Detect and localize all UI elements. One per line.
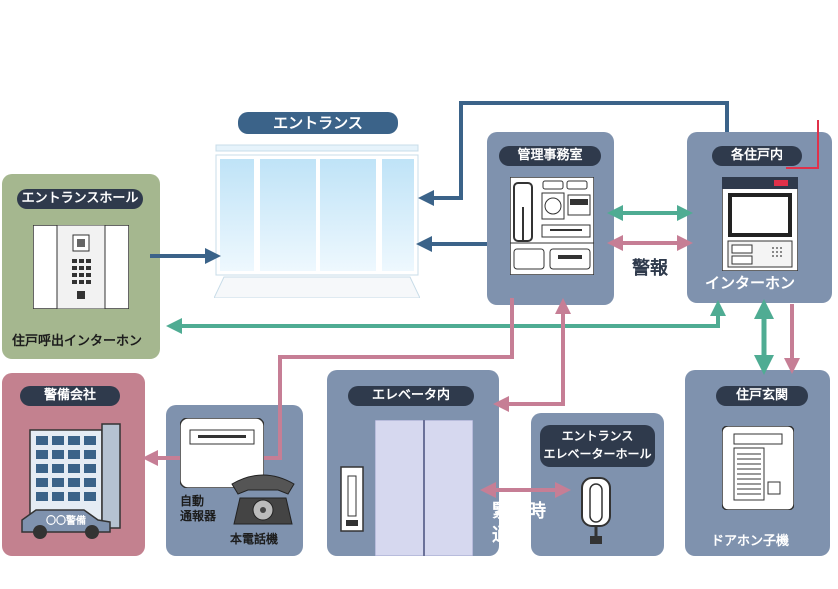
each-unit-title: 各住戸内 [712,146,802,166]
elevator-doors [375,420,473,556]
door-phone-label: ドアホン子機 [711,534,790,549]
auto-dialer-device [180,418,264,488]
intercom-label: インターホン [705,274,796,292]
entrance-hall-title: エントランスホール [17,189,143,209]
security-building-icon [21,423,121,539]
security-company-title: 警備会社 [20,386,120,406]
door-phone-device [722,426,794,510]
unit-entrance-title: 住戸玄関 [716,386,808,406]
hall-intercom-label: 住戸呼出インターホン [12,334,143,349]
telephone-icon [231,474,295,525]
management-console-device [510,177,594,275]
entrance-glass-door [214,144,420,298]
entrance-title: エントランス [238,112,398,134]
pink-arrow-office-elevator [493,298,571,412]
blue-arrow-unit-to-entrance [418,101,729,206]
elevator-hall-handset [581,477,611,544]
main-phone-label: 本電話機 [230,532,279,546]
hall-intercom-device [33,225,129,309]
unit-intercom-device [722,177,798,271]
emergency-call-label: 緊急時 通話 [492,501,546,546]
car-plate-label: 〇〇警備 [46,516,86,527]
alarm-label: 警報 [632,258,668,279]
elevator-inside-title: エレベータ内 [348,386,474,406]
elevator-hall-title: エントランス エレベーターホール [540,425,655,467]
elevator-intercom-device [340,466,364,532]
management-office-title: 管理事務室 [499,146,601,166]
auto-dialer-label: 自動 通報器 [180,494,217,523]
green-arrow-unit-to-hall [166,304,720,334]
